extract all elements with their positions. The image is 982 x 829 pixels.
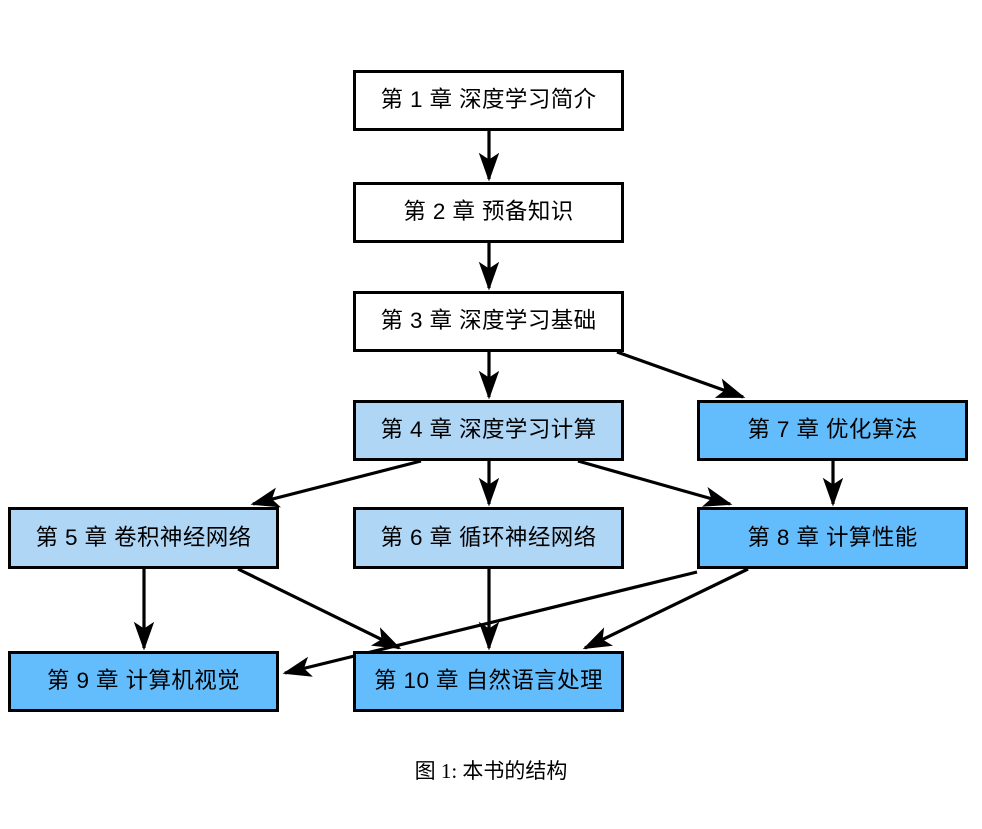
node-label-ch8: 第 8 章 计算性能 — [747, 524, 918, 550]
node-ch7[interactable]: 第 7 章 优化算法 — [697, 400, 968, 461]
node-label-ch6: 第 6 章 循环神经网络 — [380, 524, 597, 550]
node-ch6[interactable]: 第 6 章 循环神经网络 — [353, 507, 624, 569]
node-ch2[interactable]: 第 2 章 预备知识 — [353, 182, 624, 243]
node-label-ch5: 第 5 章 卷积神经网络 — [35, 524, 252, 550]
node-ch1[interactable]: 第 1 章 深度学习简介 — [353, 70, 624, 131]
node-ch10[interactable]: 第 10 章 自然语言处理 — [353, 651, 624, 712]
edge-ch8-to-ch10 — [582, 567, 749, 650]
node-ch8[interactable]: 第 8 章 计算性能 — [697, 507, 968, 569]
node-ch3[interactable]: 第 3 章 深度学习基础 — [353, 291, 624, 352]
node-label-ch10: 第 10 章 自然语言处理 — [374, 668, 603, 694]
edge-ch4-to-ch5 — [250, 459, 422, 508]
node-label-ch9: 第 9 章 计算机视觉 — [46, 668, 241, 694]
node-ch4[interactable]: 第 4 章 深度学习计算 — [353, 400, 624, 461]
node-label-ch4: 第 4 章 深度学习计算 — [380, 417, 597, 443]
figure-caption: 图 1: 本书的结构 — [414, 759, 568, 783]
edge-ch4-to-ch8 — [577, 459, 733, 507]
edge-ch5-to-ch10 — [237, 567, 402, 650]
node-label-ch7: 第 7 章 优化算法 — [747, 417, 918, 443]
node-ch9[interactable]: 第 9 章 计算机视觉 — [8, 651, 279, 712]
node-label-ch3: 第 3 章 深度学习基础 — [380, 308, 597, 334]
node-label-ch1: 第 1 章 深度学习简介 — [380, 87, 597, 113]
node-label-ch2: 第 2 章 预备知识 — [403, 199, 574, 225]
edge-ch3-to-ch7 — [616, 350, 746, 399]
node-ch5[interactable]: 第 5 章 卷积神经网络 — [8, 507, 279, 569]
